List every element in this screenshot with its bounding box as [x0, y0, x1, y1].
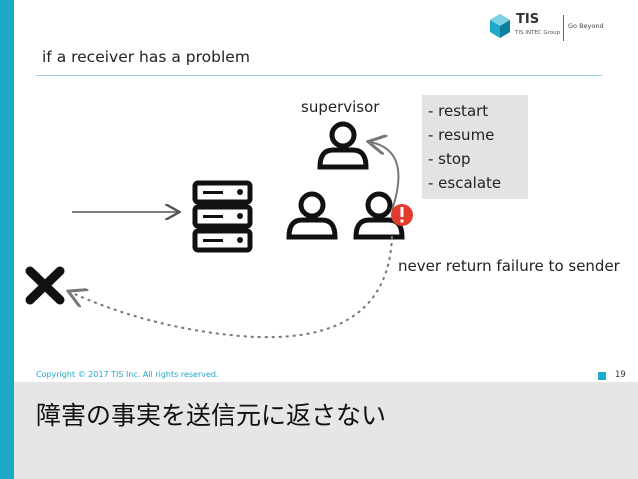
- logo-slogan: Go Beyond: [568, 22, 604, 30]
- slide-title: if a receiver has a problem: [42, 48, 250, 66]
- person-icon: [353, 191, 405, 240]
- failure-note: never return failure to sender: [398, 257, 620, 275]
- title-divider: [36, 75, 602, 76]
- logo-name: TIS: [516, 12, 540, 27]
- caption-band: 障害の事実を送信元に返さない: [14, 382, 638, 479]
- person-icon: [286, 191, 338, 240]
- page-number: 19: [615, 370, 626, 380]
- logo-mark: [490, 14, 510, 38]
- warning-icon: [391, 204, 413, 226]
- person-icon: [317, 121, 369, 170]
- caption-text: 障害の事実を送信元に返さない: [36, 401, 387, 430]
- copyright: Copyright © 2017 TIS Inc. All rights res…: [36, 370, 219, 379]
- logo-divider: [563, 15, 564, 41]
- strategy-item: - restart: [428, 102, 489, 120]
- page-marker: [598, 372, 606, 380]
- logo-group: TIS INTEC Group: [515, 30, 561, 36]
- escalation-arrow: [370, 142, 400, 211]
- accent-bar: [0, 0, 14, 479]
- failure-return-arrow: [70, 235, 393, 339]
- supervisor-label: supervisor: [301, 98, 380, 116]
- strategy-list: - restart - resume - stop - escalate: [422, 95, 528, 199]
- strategy-item: - escalate: [428, 174, 502, 192]
- server-icon: [192, 180, 253, 253]
- cross-icon: [25, 266, 65, 305]
- strategy-item: - resume: [428, 126, 495, 144]
- strategy-item: - stop: [428, 150, 471, 168]
